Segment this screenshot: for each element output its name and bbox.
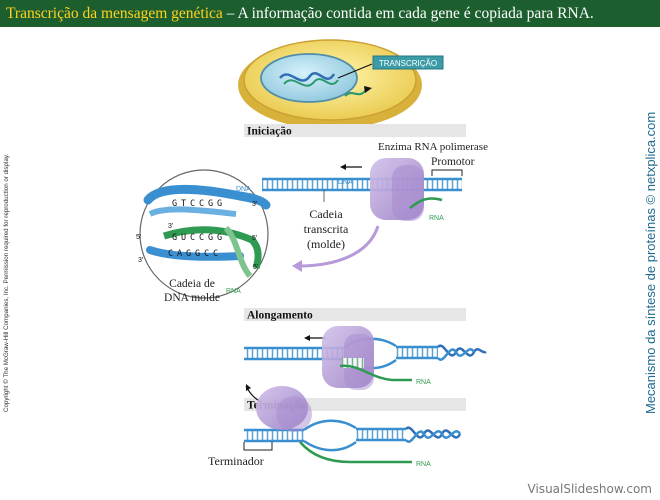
elongation-direction-icon	[304, 335, 310, 341]
direction-arrow-icon	[340, 164, 346, 170]
elongation-rna-label: RNA	[416, 379, 431, 386]
termination-rna-label: RNA	[416, 461, 431, 468]
base-mid-2: U	[181, 233, 186, 243]
base-bot-3: G	[186, 249, 191, 259]
prime-3-left: 3'	[138, 257, 143, 264]
elongation-dna	[244, 335, 487, 370]
base-top-1: G	[172, 199, 177, 209]
dna-template-label-2: DNA molde	[164, 292, 220, 304]
prime-5-bottom: 5'	[253, 264, 258, 271]
prime-5-right: 5'	[252, 235, 257, 242]
banner-title: Transcrição da mensagem genética	[6, 5, 223, 22]
dna-template-label-1: Cadeia de	[169, 278, 215, 290]
banner-separator: –	[222, 5, 238, 22]
zoom-circle: G T C C G G G U C C G G C A G G C C 3' 3…	[136, 169, 271, 299]
prime-3-mid: 3'	[168, 223, 173, 230]
transcription-label: TRANSCRIÇÃO	[379, 59, 437, 68]
prime-5-left: 5'	[136, 234, 141, 241]
stage-elongation-label: Alongamento	[247, 310, 313, 322]
base-mid-1: G	[172, 233, 177, 243]
base-top-6: G	[217, 199, 222, 209]
stage-initiation-label: Iniciação	[247, 126, 292, 138]
zoom-dna-label: DNA	[236, 186, 251, 193]
initiation-polymerase: RNA	[370, 158, 444, 222]
promoter-bracket	[431, 169, 463, 176]
prime-3-top: 3'	[252, 201, 257, 208]
stage-initiation: Iniciação	[244, 124, 466, 138]
zoom-arrowhead-icon	[292, 260, 302, 272]
stage-elongation: Alongamento	[244, 308, 466, 322]
base-bot-4: G	[195, 249, 200, 259]
elongation-rna: RNA	[339, 358, 431, 386]
base-top-4: C	[199, 199, 204, 209]
promoter-label: Promotor	[431, 156, 475, 168]
terminator-label: Terminador	[208, 454, 264, 468]
template-strand-label-2: transcrita	[304, 222, 349, 236]
base-top-2: T	[181, 199, 186, 209]
initiation-rna-label: RNA	[429, 215, 444, 222]
base-top-3: C	[190, 199, 195, 209]
zoom-rna-label: RNA	[226, 288, 241, 295]
base-bot-6: C	[213, 249, 218, 259]
zoom-bases: G T C C G G G U C C G G C A G G C C	[168, 199, 222, 259]
watermark: VisualSlideshow.com	[527, 482, 652, 496]
base-mid-4: C	[199, 233, 204, 243]
template-strand-label-3: (molde)	[307, 237, 345, 251]
enzyme-label: Enzima RNA polimerase	[378, 141, 488, 153]
base-bot-1: C	[168, 249, 173, 259]
transcription-tag: TRANSCRIÇÃO	[372, 55, 444, 70]
base-bot-5: C	[204, 249, 209, 259]
base-mid-6: G	[217, 233, 222, 243]
initiation-dna: DNA	[262, 164, 462, 192]
title-banner: Transcrição da mensagem genética – A inf…	[0, 0, 660, 27]
cell-illustration	[238, 39, 422, 129]
zoom-arrow	[297, 225, 380, 268]
termination-rna: RNA	[299, 441, 431, 468]
base-bot-2: A	[177, 249, 182, 259]
base-mid-5: G	[208, 233, 213, 243]
termination-polymerase	[245, 384, 312, 432]
terminator-bracket	[243, 442, 273, 451]
banner-subtitle: A informação contida em cada gene é copi…	[237, 5, 594, 22]
base-top-5: G	[208, 199, 213, 209]
template-strand-label-1: Cadeia	[309, 207, 343, 221]
base-mid-3: C	[190, 233, 195, 243]
initiation-dna-label: DNA	[338, 179, 353, 186]
